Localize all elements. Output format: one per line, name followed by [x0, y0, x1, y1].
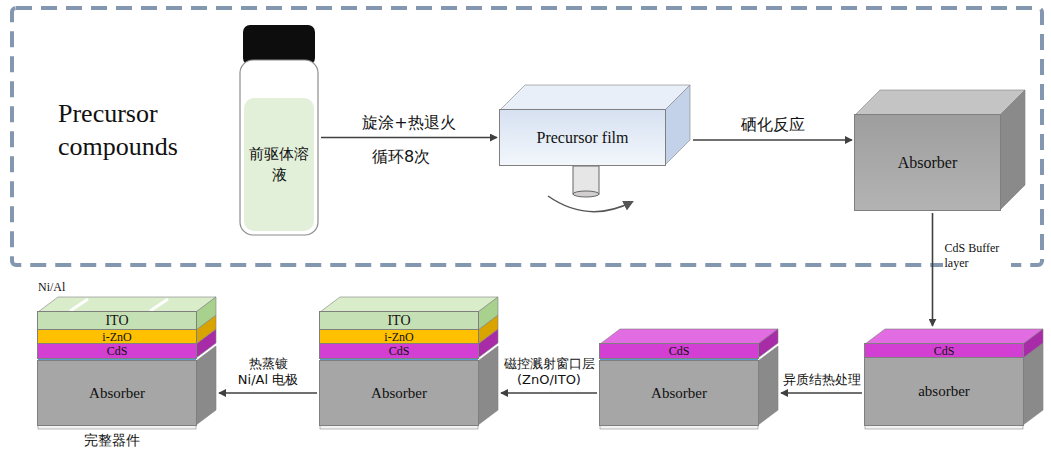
step-label: 异质结热处理: [781, 372, 863, 388]
section-title: Precursor compounds: [58, 98, 218, 163]
process-arrow: [321, 137, 497, 139]
top-face: [500, 85, 690, 110]
layer-box: Absorber: [320, 361, 478, 425]
top-face: [320, 297, 498, 312]
process-arrow: [219, 392, 317, 394]
side-face: [196, 297, 216, 330]
step-label: 磁控溅射窗口层 (ZnO/ITO): [500, 356, 598, 389]
layer-box: CdS: [320, 344, 478, 358]
layer-box: absorber: [865, 358, 1023, 425]
electrode-strip: [70, 299, 88, 311]
layer-box: Absorber: [600, 361, 758, 425]
layer-box: CdS: [600, 344, 758, 358]
layer-box: Absorber: [38, 361, 196, 425]
step-label: 硒化反应: [739, 115, 807, 135]
spin-chuck: [573, 166, 599, 194]
node-text: Absorber: [371, 361, 427, 425]
side-face: [196, 346, 216, 425]
node-text: ITO: [387, 312, 410, 330]
spin-arrow: [548, 196, 632, 212]
absorber-box: Absorber: [855, 115, 1000, 210]
process-arrow: [781, 392, 862, 394]
substrate: [320, 425, 478, 429]
layer-box: i-ZnO: [320, 330, 478, 344]
vial-liquid: [244, 98, 314, 231]
node-text: absorber: [918, 358, 970, 425]
step-label: CdS Buffer layer: [943, 241, 1011, 271]
layer-box: CdS: [38, 344, 196, 358]
side-face: [478, 297, 498, 330]
layer-box: ITO: [38, 312, 196, 330]
step-label: 热蒸镀 Ni/Al 电极: [233, 356, 303, 389]
side-face: [758, 329, 778, 358]
vial-body: [240, 60, 318, 235]
spin-chuck-base: [573, 191, 599, 197]
node-text: Absorber: [651, 361, 707, 425]
process-arrow: [501, 392, 597, 394]
top-face: [855, 90, 1025, 115]
node-text: Absorber: [898, 153, 958, 172]
node-text: ITO: [105, 312, 128, 330]
process-arrow: [932, 213, 934, 326]
side-face: [478, 346, 498, 425]
side-face: [1023, 329, 1043, 358]
vial-label-area: 前驱体溶液: [240, 100, 318, 230]
node-text: i-ZnO: [384, 330, 413, 344]
process-arrow: [693, 139, 852, 141]
top-face: [38, 297, 216, 312]
layer-box: ITO: [320, 312, 478, 330]
node-text: CdS: [389, 344, 410, 358]
substrate: [600, 425, 758, 429]
top-face: [865, 329, 1043, 344]
layer-box: CdS: [865, 344, 1023, 358]
side-face: [758, 346, 778, 425]
node-text: 前驱体溶液: [244, 144, 314, 186]
node-text: Absorber: [89, 361, 145, 425]
top-face: [600, 329, 778, 344]
precursor-film-box: Precursor film: [500, 110, 665, 165]
node-text: Precursor film: [537, 128, 629, 147]
node-text: CdS: [107, 344, 128, 358]
substrate: [865, 425, 1023, 429]
cycle-note: 循环8次: [372, 147, 430, 167]
node-text: CdS: [669, 344, 690, 358]
device-caption: 完整器件: [84, 432, 140, 450]
node-text: CdS: [934, 344, 955, 358]
step-label: 旋涂+热退火: [360, 113, 457, 133]
layer-box: i-ZnO: [38, 330, 196, 344]
electrode-strip: [150, 299, 168, 311]
electrode-label: Ni/Al: [38, 280, 65, 295]
dashed-region: [12, 8, 1042, 265]
vial-cap: [243, 25, 315, 65]
side-face: [665, 85, 690, 165]
side-face: [1000, 90, 1025, 210]
substrate: [38, 425, 196, 429]
node-text: i-ZnO: [102, 330, 131, 344]
